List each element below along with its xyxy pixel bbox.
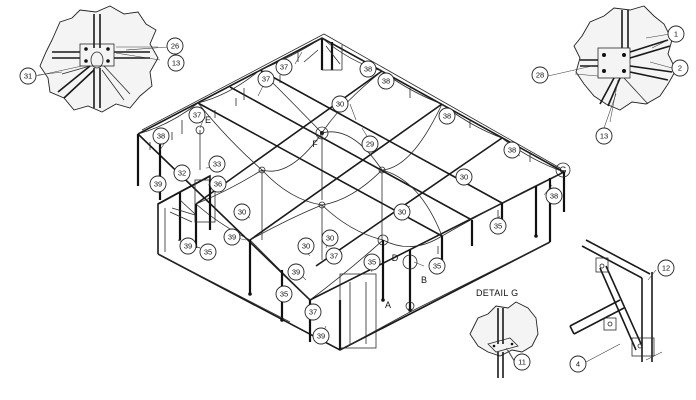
- svg-text:30: 30: [238, 208, 246, 217]
- detail-top-left: [35, 5, 161, 113]
- callout-35-a: 35: [489, 217, 507, 235]
- callout-30-b: 30: [455, 168, 473, 186]
- tent-frame: [136, 33, 571, 351]
- callout-39-e: 39: [312, 327, 330, 345]
- svg-text:13: 13: [600, 132, 608, 141]
- svg-text:37: 37: [280, 63, 288, 72]
- callout-30-d: 30: [393, 203, 411, 221]
- callout-1: 1: [667, 25, 685, 43]
- callout-37-b: 37: [275, 58, 293, 76]
- svg-text:39: 39: [154, 180, 162, 189]
- svg-text:12: 12: [662, 264, 670, 273]
- svg-text:39: 39: [228, 233, 236, 242]
- callout-39-b: 39: [223, 228, 241, 246]
- svg-text:30: 30: [302, 242, 310, 251]
- svg-text:1: 1: [674, 30, 678, 39]
- callout-29: 29: [361, 135, 379, 153]
- callout-28: 28: [531, 66, 549, 84]
- callout-4: 4: [569, 355, 587, 373]
- svg-text:30: 30: [460, 173, 468, 182]
- svg-text:30: 30: [336, 100, 344, 109]
- svg-text:37: 37: [193, 111, 201, 120]
- callout-38-e: 38: [503, 141, 521, 159]
- callout-30-f: 30: [321, 229, 339, 247]
- section-letter-a: A: [385, 300, 391, 310]
- callout-35-d: 35: [428, 257, 446, 275]
- callout-37-e: 37: [304, 303, 322, 321]
- section-letter-b: B: [421, 275, 427, 285]
- svg-text:13: 13: [172, 59, 180, 68]
- detail-top-right: [573, 5, 677, 123]
- section-letter-e: E: [205, 115, 211, 125]
- callout-39-a: 39: [149, 175, 167, 193]
- callout-32: 32: [173, 164, 191, 182]
- callout-33: 33: [208, 155, 226, 173]
- callout-12: 12: [657, 259, 675, 277]
- svg-text:36: 36: [214, 180, 222, 189]
- callout-36: 36: [209, 175, 227, 193]
- svg-text:35: 35: [433, 262, 441, 271]
- svg-text:35: 35: [494, 222, 502, 231]
- callout-35-c: 35: [363, 253, 381, 271]
- callout-37-a: 37: [257, 70, 275, 88]
- svg-text:35: 35: [368, 258, 376, 267]
- section-letter-f: F: [312, 139, 318, 149]
- callout-35-e: 35: [275, 285, 293, 303]
- svg-text:37: 37: [330, 252, 338, 261]
- detail-g: [469, 301, 539, 378]
- callout-13-top-right: 13: [595, 127, 613, 145]
- detail-g-caption: DETAIL G: [476, 288, 518, 298]
- svg-text:38: 38: [443, 112, 451, 121]
- svg-text:38: 38: [364, 65, 372, 74]
- section-letter-g: G: [559, 165, 566, 175]
- svg-text:38: 38: [508, 146, 516, 155]
- svg-text:38: 38: [550, 192, 558, 201]
- svg-text:39: 39: [292, 268, 300, 277]
- svg-text:38: 38: [157, 132, 165, 141]
- svg-text:2: 2: [678, 64, 682, 73]
- svg-text:35: 35: [204, 248, 212, 257]
- callout-30-c: 30: [233, 203, 251, 221]
- svg-text:11: 11: [518, 358, 526, 367]
- svg-text:35: 35: [280, 290, 288, 299]
- section-letter-d: D: [392, 253, 399, 263]
- callout-26: 26: [166, 37, 184, 55]
- callout-38-f: 38: [545, 187, 563, 205]
- callout-30-e: 30: [297, 237, 315, 255]
- svg-text:37: 37: [309, 308, 317, 317]
- callout-31: 31: [19, 67, 37, 85]
- callout-37-d: 37: [325, 247, 343, 265]
- callout-11: 11: [513, 353, 531, 371]
- svg-text:37: 37: [262, 75, 270, 84]
- svg-text:29: 29: [366, 140, 374, 149]
- callout-39-c: 39: [179, 237, 197, 255]
- callout-35-b: 35: [199, 243, 217, 261]
- svg-text:26: 26: [171, 42, 179, 51]
- svg-text:38: 38: [382, 77, 390, 86]
- svg-text:39: 39: [184, 242, 192, 251]
- callout-38-d: 38: [438, 107, 456, 125]
- svg-text:30: 30: [398, 208, 406, 217]
- svg-text:4: 4: [576, 360, 580, 369]
- svg-text:39: 39: [317, 332, 325, 341]
- svg-text:31: 31: [24, 72, 32, 81]
- callout-39-d: 39: [287, 263, 305, 281]
- callout-2: 2: [671, 59, 689, 77]
- svg-text:33: 33: [213, 160, 221, 169]
- callout-38-c: 38: [152, 127, 170, 145]
- svg-text:28: 28: [536, 71, 544, 80]
- callout-30-a: 30: [331, 95, 349, 113]
- callout-38-a: 38: [359, 60, 377, 78]
- bracket-detail: [569, 239, 663, 362]
- callout-13-top-left: 13: [167, 54, 185, 72]
- svg-text:30: 30: [326, 234, 334, 243]
- callout-38-b: 38: [377, 72, 395, 90]
- callout-37-c: 37: [188, 106, 206, 124]
- svg-text:32: 32: [178, 169, 186, 178]
